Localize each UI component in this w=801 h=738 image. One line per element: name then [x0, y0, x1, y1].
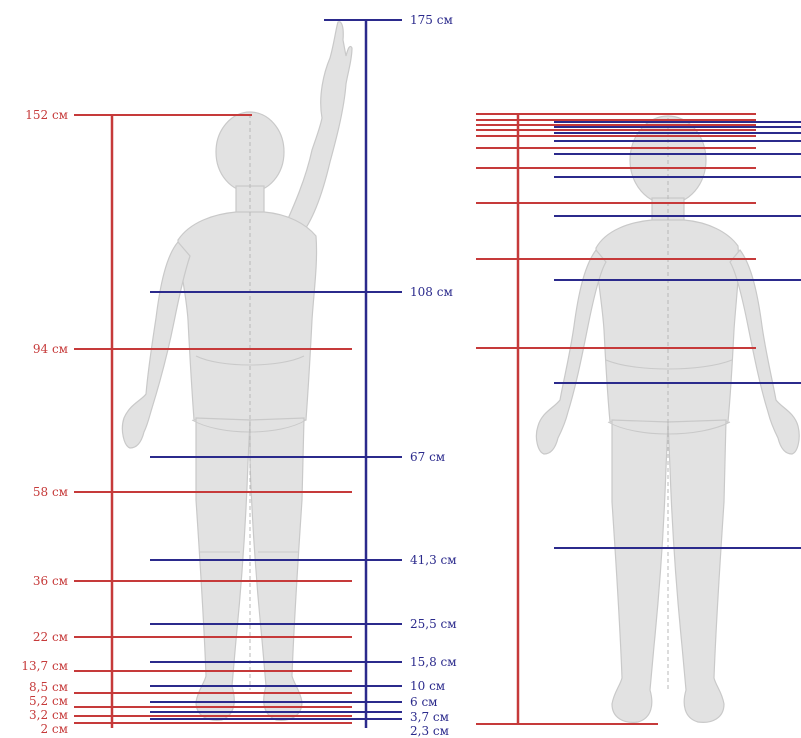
blue-label-3-7: 3,7 см	[410, 710, 449, 724]
blue-label-175: 175 см	[410, 13, 453, 27]
red-label-152: 152 см	[25, 108, 68, 122]
blue-label-6: 6 см	[410, 695, 438, 709]
red-label-13-7: 13,7 см	[21, 659, 68, 673]
blue-label-25-5: 25,5 см	[410, 617, 457, 631]
blue-label-108: 108 см	[410, 285, 453, 299]
red-label-22: 22 см	[33, 630, 68, 644]
red-label-58: 58 см	[33, 485, 68, 499]
right-mannequin	[536, 116, 799, 722]
red-label-3-2: 3,2 см	[29, 708, 68, 722]
blue-label-2-3: 2,3 см	[410, 724, 449, 738]
red-label-8-5: 8,5 см	[29, 680, 68, 694]
red-label-5-2: 5,2 см	[29, 694, 68, 708]
blue-label-15-8: 15,8 см	[410, 655, 457, 669]
red-label-94: 94 см	[33, 342, 68, 356]
left-mannequin	[122, 22, 352, 721]
red-label-2: 2 см	[40, 722, 68, 736]
blue-label-10: 10 см	[410, 679, 445, 693]
red-label-36: 36 см	[33, 574, 68, 588]
blue-label-41-3: 41,3 см	[410, 553, 457, 567]
blue-label-67: 67 см	[410, 450, 445, 464]
